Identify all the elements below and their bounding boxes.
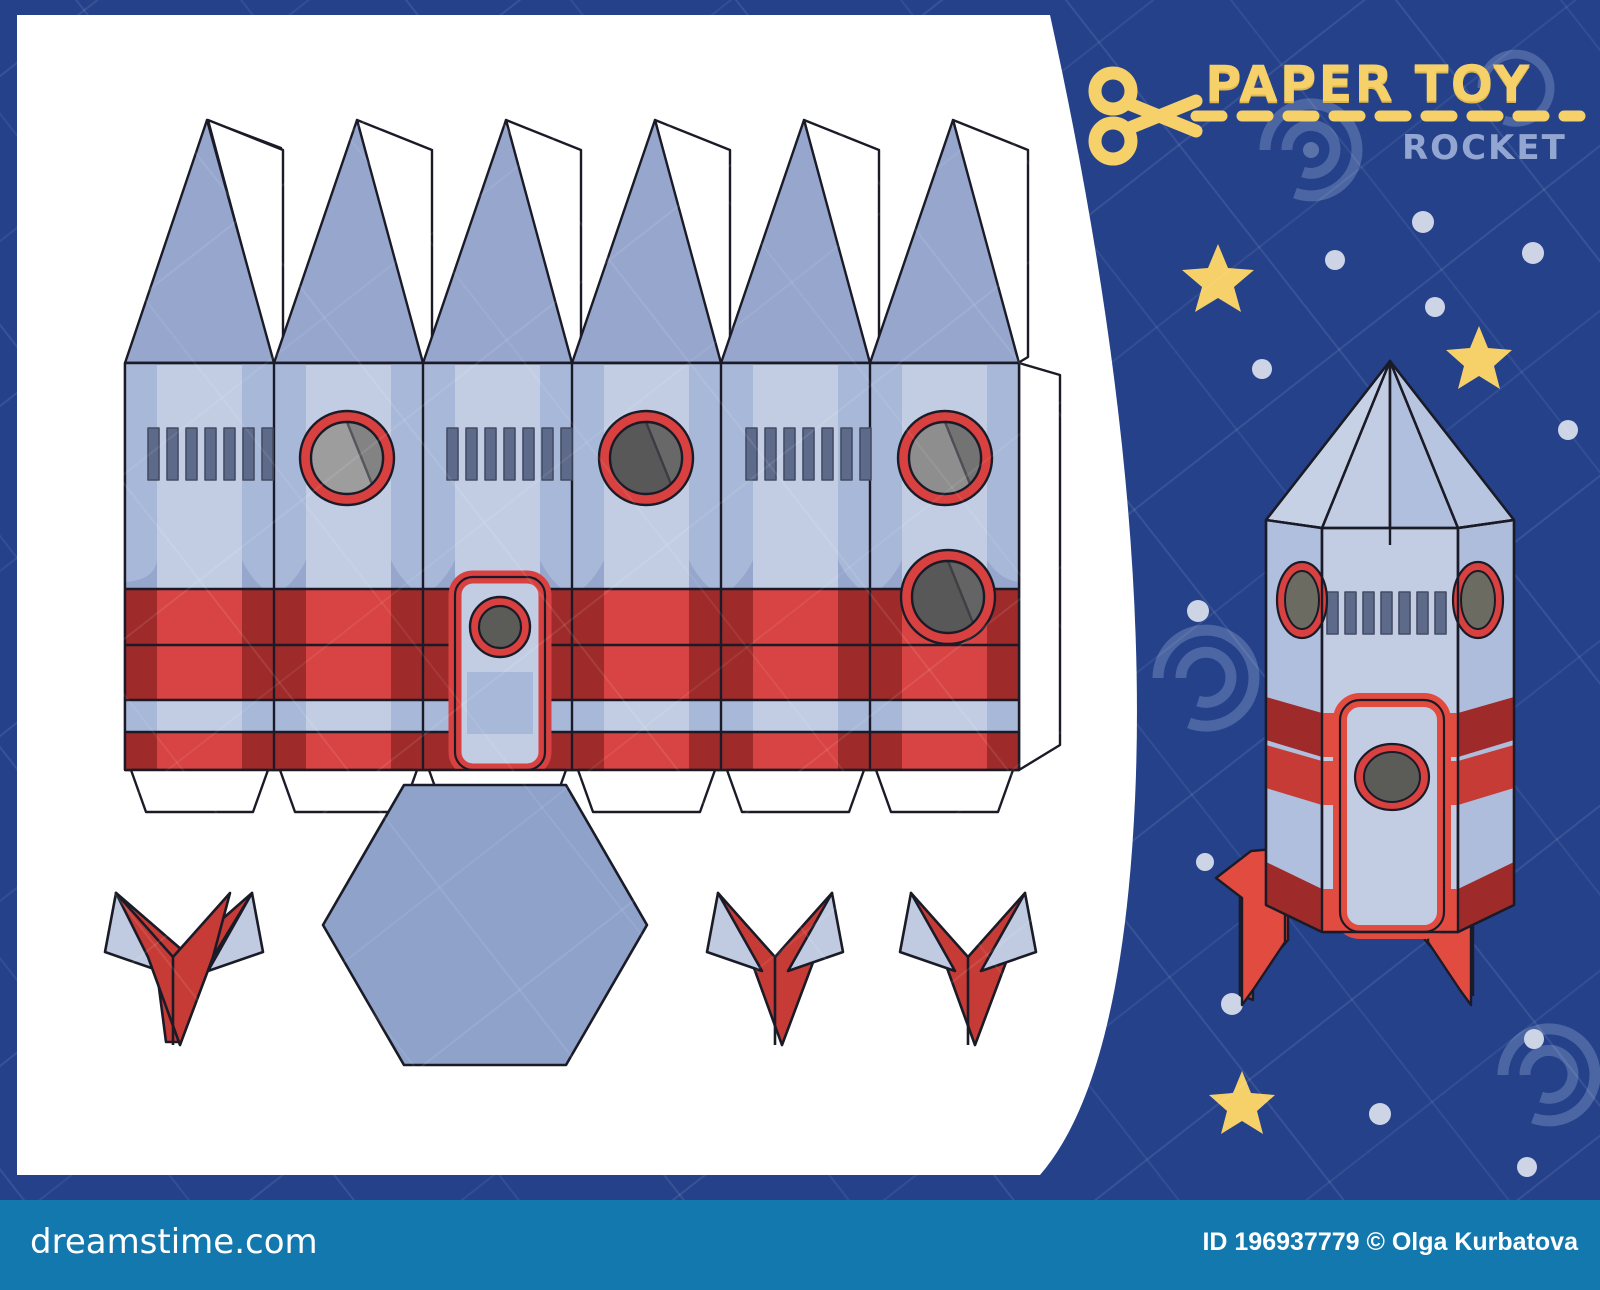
dreamstime-logo: dreamstime.com (30, 1222, 318, 1262)
rocket-vent-grille (1326, 591, 1447, 635)
rocket-hatch-door (1333, 693, 1451, 939)
rocket-porthole-right (1451, 560, 1505, 640)
watermark-footer-bar (0, 1200, 1600, 1290)
page-title: PAPER TOY (1205, 55, 1532, 113)
assembled-rocket (1214, 359, 1516, 1007)
cut-guide (1088, 66, 1586, 166)
page-subtitle: ROCKET (1402, 128, 1567, 168)
rocket-body-outline (1264, 359, 1516, 934)
rocket-porthole-left (1275, 560, 1329, 640)
image-credit: ID 196937779 © Olga Kurbatova (1202, 1228, 1578, 1256)
scissors-icon (1088, 66, 1203, 166)
